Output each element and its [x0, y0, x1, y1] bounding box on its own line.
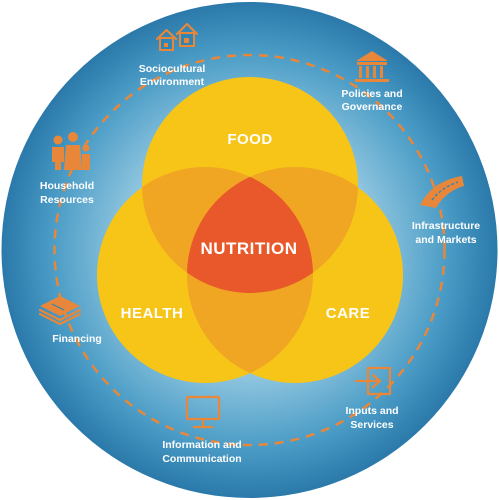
entry-arrow-icon — [354, 366, 392, 396]
nutrition-center — [187, 167, 313, 293]
sociocultural-label-line2: Environment — [140, 76, 205, 88]
household-label-line1: Household — [40, 180, 94, 192]
ring-item-inputs: Inputs and Services — [345, 366, 399, 431]
dashed-ring — [53, 53, 446, 447]
government-building-icon — [355, 51, 389, 82]
infrastructure-label-line2: and Markets — [415, 234, 476, 246]
policies-label-line1: Policies and — [341, 88, 402, 100]
ring-item-financing: Financing — [38, 296, 102, 345]
infrastructure-label-line1: Infrastructure — [412, 220, 480, 232]
ring-item-sociocultural: Sociocultural Environment — [139, 22, 206, 88]
food-label: FOOD — [227, 131, 272, 148]
policies-label-line2: Governance — [342, 101, 403, 113]
care-label: CARE — [326, 305, 371, 322]
nutrition-label: NUTRITION — [200, 239, 297, 258]
ring-item-information: Information and Communication — [162, 395, 242, 465]
inputs-label-line2: Services — [350, 419, 393, 431]
venn-diagram — [97, 77, 403, 383]
financing-label: Financing — [52, 333, 102, 345]
ring-item-policies: Policies and Governance — [341, 51, 403, 113]
inputs-label-line1: Inputs and — [345, 405, 398, 417]
ring-item-household: Household Resources — [40, 132, 94, 206]
information-label-line2: Communication — [162, 453, 241, 465]
road-icon — [420, 176, 464, 208]
information-label-line1: Information and — [162, 439, 241, 451]
ring-item-infrastructure: Infrastructure and Markets — [412, 176, 480, 246]
family-icon — [52, 132, 90, 170]
health-label: HEALTH — [121, 305, 184, 322]
computer-monitor-icon — [185, 395, 221, 429]
sociocultural-label-line1: Sociocultural — [139, 63, 206, 75]
houses-icon — [155, 22, 199, 51]
household-label-line2: Resources — [40, 194, 94, 206]
money-stack-icon — [38, 296, 82, 326]
